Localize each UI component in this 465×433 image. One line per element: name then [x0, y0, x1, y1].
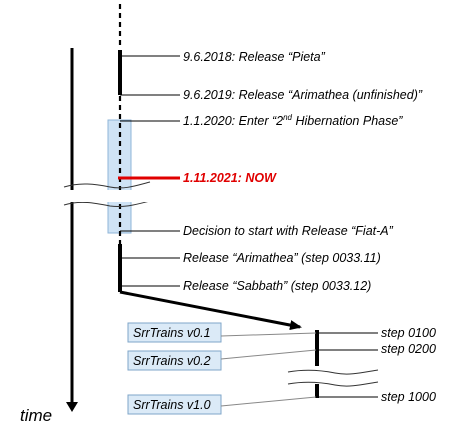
- version-box-v01: [127, 322, 222, 343]
- version-label-v10: SrrTrains v1.0: [133, 398, 211, 412]
- step-label-0100: step 0100: [381, 326, 436, 340]
- event-label-sabbath: Release “Sabbath” (step 0033.12): [183, 279, 371, 293]
- version-label-v02: SrrTrains v0.2: [133, 354, 211, 368]
- event-label-pieta: 9.6.2018: Release “Pieta”: [183, 50, 326, 64]
- version-connector-v01: [220, 332, 317, 337]
- branch-arrow: [119, 290, 302, 330]
- version-connector-v02: [220, 349, 317, 360]
- version-label-v01: SrrTrains v0.1: [133, 326, 211, 340]
- version-box-v10: [127, 394, 222, 415]
- timeline-break-bottom: [63, 200, 151, 207]
- event-label-arimathea: Release “Arimathea” (step 0033.11): [183, 251, 381, 265]
- hibernation-text-sup: nd: [283, 113, 292, 122]
- version-box-v02: [127, 350, 222, 371]
- event-label-fiat-a: Decision to start with Release “Fiat-A”: [183, 224, 394, 238]
- time-axis-label: time: [20, 406, 52, 425]
- hibernation-text-pre: 1.1.2020: Enter “2: [183, 114, 283, 128]
- timeline-break-gap: [62, 190, 152, 202]
- step-label-0200: step 0200: [381, 342, 436, 356]
- timeline-break-top: [63, 181, 151, 189]
- event-label-now: 1.11.2021: NOW: [183, 171, 277, 185]
- hibernation-text-post: Hibernation Phase”: [292, 114, 403, 128]
- version-break-bottom: [287, 381, 379, 387]
- step-label-1000: step 1000: [381, 390, 436, 404]
- version-connector-v10: [220, 396, 317, 407]
- event-label-arimathea-unfinished: 9.6.2019: Release “Arimathea (unfinished…: [183, 88, 423, 102]
- event-label-hibernation: 1.1.2020: Enter “2nd Hibernation Phase”: [183, 113, 403, 128]
- version-break-top: [287, 369, 379, 375]
